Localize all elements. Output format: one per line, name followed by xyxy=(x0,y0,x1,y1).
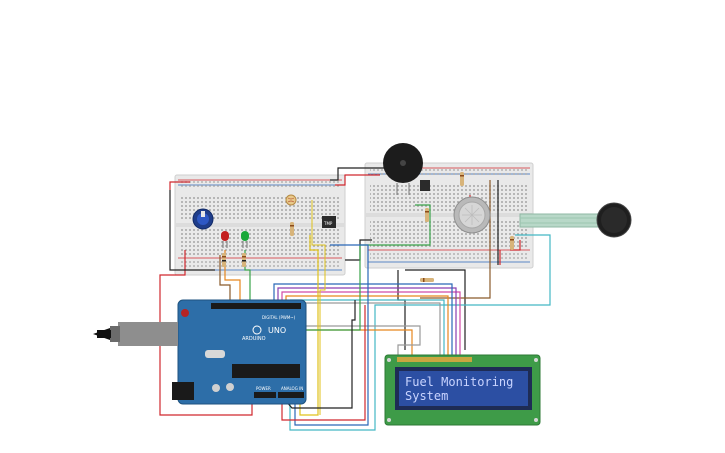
arduino-uno[interactable]: DIGITAL (PWM~) ARDUINO UNO POWER ANALOG … xyxy=(93,299,307,405)
power-label: POWER xyxy=(256,386,271,391)
resistor-left-2[interactable] xyxy=(242,253,246,267)
resistor-right-1[interactable] xyxy=(425,208,429,222)
resistor-floating[interactable] xyxy=(420,278,434,282)
atmega-chip xyxy=(232,364,300,378)
red-led[interactable] xyxy=(221,231,229,248)
arduino-model: UNO xyxy=(268,326,286,335)
usb-connector xyxy=(118,322,178,346)
arduino-brand: ARDUINO xyxy=(242,336,266,342)
resistor-right-3[interactable] xyxy=(510,236,514,250)
lcd-pin-header xyxy=(397,357,472,362)
lcd-screen xyxy=(399,371,528,406)
lcd-display[interactable]: Fuel Monitoring System xyxy=(384,354,541,426)
reset-button xyxy=(181,309,189,317)
breadboard-left[interactable] xyxy=(174,174,346,276)
resistor-left-3[interactable] xyxy=(290,222,294,236)
crystal xyxy=(205,350,225,358)
analog-header xyxy=(278,392,304,398)
lcd-line-1: Fuel Monitoring xyxy=(405,375,513,389)
digital-header xyxy=(211,303,301,309)
resistor-right-2[interactable] xyxy=(460,172,464,186)
green-led[interactable] xyxy=(241,231,249,248)
gas-sensor[interactable] xyxy=(453,196,491,234)
breadboard-right[interactable] xyxy=(364,162,534,269)
force-sensor[interactable] xyxy=(519,202,632,238)
transistor[interactable] xyxy=(420,180,430,191)
power-jack xyxy=(172,382,194,400)
lcd-line-2: System xyxy=(405,389,448,403)
potentiometer[interactable] xyxy=(192,208,214,230)
analog-label: ANALOG IN xyxy=(281,386,303,391)
temperature-sensor-label: TMP xyxy=(323,221,333,226)
power-header xyxy=(254,392,276,398)
digital-label: DIGITAL (PWM~) xyxy=(262,315,296,320)
piezo-buzzer[interactable] xyxy=(383,143,423,195)
resistor-left-1[interactable] xyxy=(222,253,226,267)
temperature-sensor[interactable]: TMP xyxy=(322,216,336,228)
photoresistor[interactable] xyxy=(285,194,297,206)
